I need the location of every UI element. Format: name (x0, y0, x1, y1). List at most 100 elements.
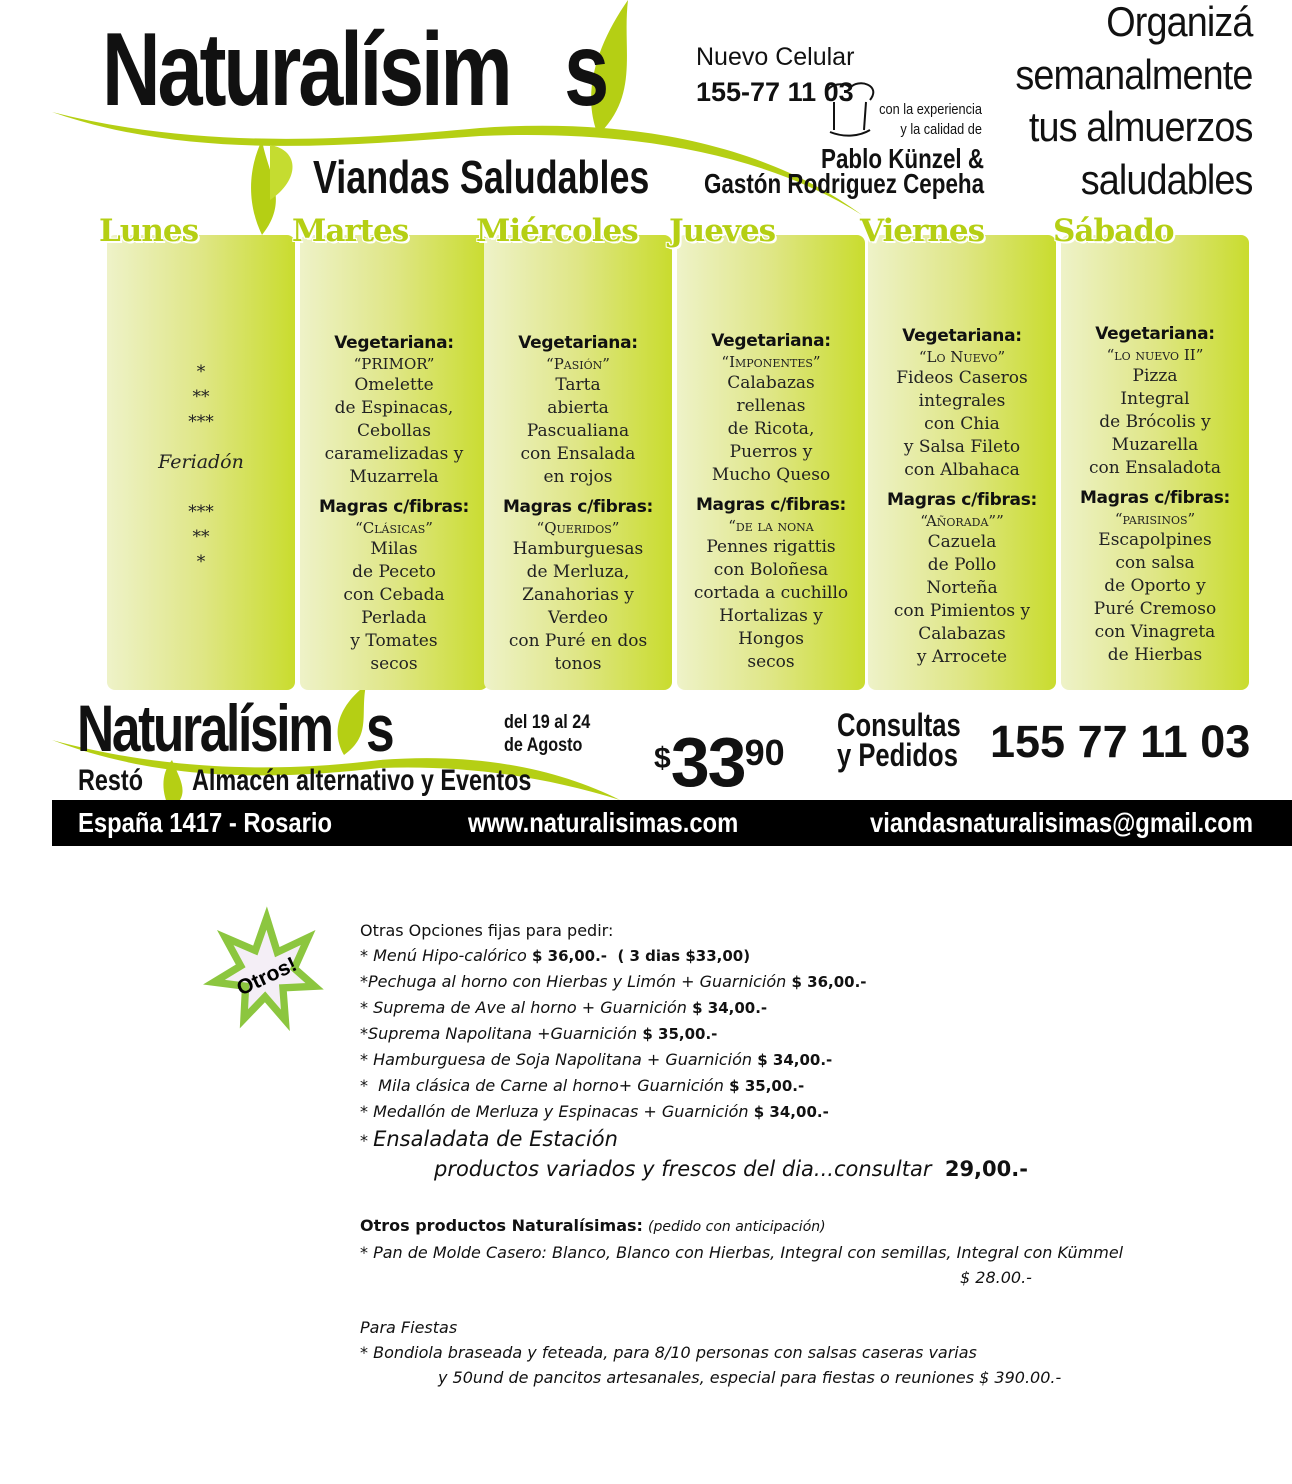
tagline: Almacén alternativo y Eventos (192, 764, 532, 797)
dish-line: de Espinacas, (334, 398, 454, 418)
day-name-2: Miércoles (476, 213, 639, 249)
dish-line: de Oporto y (1104, 576, 1206, 596)
chef-line: Pablo Künzel & (820, 143, 984, 174)
dish-line: con Vinagreta (1094, 622, 1216, 642)
option-price: $ 34,00.- (686, 999, 768, 1017)
salad-item: * Ensaladata de Estación (360, 1127, 618, 1151)
bullet: * (360, 1076, 379, 1095)
party-line: y 50und de pancitos artesanales, especia… (438, 1368, 1062, 1387)
option-item: * Medallón de Merluza y Espinacas + Guar… (360, 1099, 1123, 1125)
magras-label: Magras c/fibras: (318, 497, 470, 517)
price-cents: 90 (744, 732, 785, 773)
salad-title: Ensaladata de Estación (373, 1127, 618, 1151)
dish-line: Tarta (555, 375, 601, 395)
dish-line: Zanahorias y (522, 585, 634, 605)
vegetarian-dish-name: “lo nuevo II” (1106, 346, 1204, 364)
option-item: * Mila clásica de Carne al horno+ Guarni… (360, 1073, 1123, 1099)
vegetarian-dish-name: “Lo Nuevo” (918, 348, 1006, 366)
dish-line: abierta (547, 398, 609, 418)
dish-line: con Chia (924, 414, 1000, 434)
dish-line: caramelizadas y (324, 444, 464, 464)
dish-line: y Arrocete (916, 647, 1008, 667)
star-line: *** (188, 502, 214, 522)
slogan-line: semanalmente (1014, 50, 1253, 98)
option-name: Menú Hipo-calórico (373, 946, 527, 965)
bullet: * (360, 972, 368, 991)
date-line: del 19 al 24 (504, 712, 591, 733)
dish-line: Hamburguesas (512, 539, 644, 559)
bullet: * (360, 998, 374, 1017)
dish-line: Muzarella (1111, 435, 1199, 455)
star-line: * (196, 552, 206, 572)
email-link[interactable]: viandasnaturalisimas@gmail.com (870, 807, 1254, 838)
resto-label: Restó (78, 764, 144, 797)
magras-label: Magras c/fibras: (886, 490, 1038, 510)
dish-line: Puré Cremoso (1093, 599, 1217, 619)
consultas-line: y Pedidos (837, 737, 958, 773)
other-options-intro: Otras Opciones fijas para pedir: (360, 921, 614, 940)
magras-label: Magras c/fibras: (695, 495, 847, 515)
slogan-line: Organizá (1105, 0, 1253, 45)
option-name: Suprema de Ave al horno + Guarnición (373, 998, 687, 1017)
vegetarian-label: Vegetariana: (902, 326, 1022, 346)
dish-line: Muzarrela (349, 467, 439, 487)
dish-line: con salsa (1115, 553, 1195, 573)
option-name: Medallón de Merluza y Espinacas + Guarni… (373, 1102, 749, 1121)
option-item: * Suprema de Ave al horno + Guarnición $… (360, 995, 1123, 1021)
vegetarian-dish-name: “PRIMOR” (353, 355, 435, 373)
dish-line: Calabazas (727, 373, 815, 393)
dish-line: con Puré en dos (508, 631, 648, 651)
vegetarian-dish-name: “Pasión” (546, 355, 610, 373)
option-item: * Menú Hipo-calórico $ 36,00.- ( 3 dias … (360, 943, 1123, 969)
dish-line: con Albahaca (904, 460, 1020, 480)
dish-line: con Ensalada (520, 444, 636, 464)
dish-line: Perlada (361, 608, 427, 628)
day-name-1: Martes (292, 213, 409, 249)
star-line: ** (192, 527, 210, 547)
dish-line: Pizza (1132, 366, 1178, 386)
dish-line: cortada a cuchillo (693, 583, 849, 603)
price-main: 33 (670, 723, 747, 801)
option-name: Mila clásica de Carne al horno+ Guarnici… (378, 1076, 724, 1095)
dish-line: de Ricota, (727, 419, 815, 439)
dish-line: de Brócolis y (1099, 412, 1211, 432)
option-name: Hamburguesa de Soja Napolitana + Guarnic… (373, 1050, 753, 1069)
dish-line: tonos (554, 654, 602, 674)
consultas-line: Consultas (837, 707, 961, 743)
dish-line: y Tomates (350, 631, 438, 651)
salad-desc-line: productos variados y frescos del dia...c… (360, 1155, 1123, 1184)
day-name-0: Lunes (99, 213, 199, 249)
dish-line: secos (747, 652, 795, 672)
website-link[interactable]: www.naturalisimas.com (468, 807, 739, 838)
bullet: * (360, 1102, 374, 1121)
slogan: Organizá semanalmente tus almuerzos salu… (1014, 0, 1253, 206)
dish-line: Milas (370, 539, 418, 559)
price: $3390 (654, 722, 785, 802)
chef-hat-icon (825, 82, 875, 137)
party-line: * Bondiola braseada y feteada, para 8/10… (360, 1343, 977, 1362)
price-currency: $ (654, 742, 671, 775)
magras-dish-name: “Clásicas” (355, 519, 433, 537)
dish-line: Verdeo (547, 608, 609, 628)
dish-line: Hongos (738, 629, 804, 649)
logo-text-end: s (365, 691, 395, 765)
star-line: *** (188, 412, 214, 432)
dish-line: Norteña (926, 578, 998, 598)
dish-line: con Boloñesa (713, 560, 829, 580)
experience-line: con la experiencia (879, 101, 982, 118)
dish-line: de Peceto (352, 562, 436, 582)
dish-line: de Hierbas (1107, 645, 1203, 665)
vegetarian-label: Vegetariana: (518, 333, 638, 353)
address: España 1417 - Rosario (78, 807, 332, 838)
vegetarian-dish-name: “Imponentes” (721, 353, 821, 371)
holiday-label: Feriadón (158, 451, 244, 473)
phone-number[interactable]: 155 77 11 03 (990, 716, 1251, 767)
chef-line: Gastón Rodriguez Cepeha (703, 168, 984, 199)
dish-line: con Ensaladota (1089, 458, 1221, 478)
